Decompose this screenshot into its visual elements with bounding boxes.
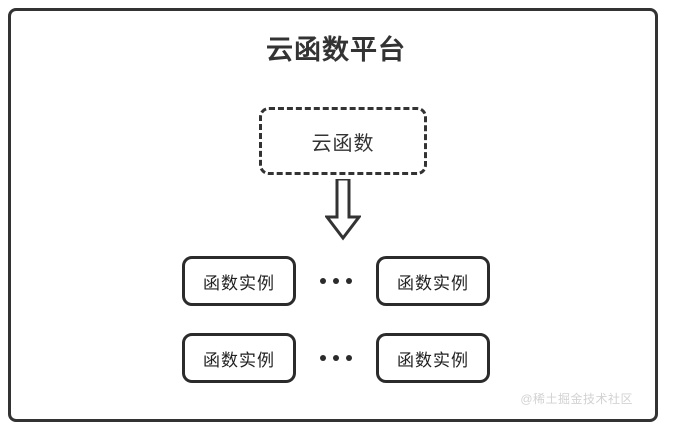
ellipsis-icon <box>296 278 376 284</box>
instance-row-2: 函数实例 函数实例 <box>11 333 661 383</box>
cloud-function-label: 云函数 <box>311 132 375 155</box>
function-instance-box: 函数实例 <box>376 256 490 306</box>
function-instance-box: 函数实例 <box>182 256 296 306</box>
cloud-function-node: 云函数 <box>259 107 427 175</box>
ellipsis-dot <box>320 355 326 361</box>
down-arrow-icon <box>323 177 363 241</box>
ellipsis-dot <box>346 278 352 284</box>
page-title: 云函数平台 <box>266 35 406 65</box>
ellipsis-dot <box>333 278 339 284</box>
function-instance-label: 函数实例 <box>397 350 469 370</box>
function-instance-label: 函数实例 <box>397 273 469 293</box>
ellipsis-dot <box>346 355 352 361</box>
function-instance-label: 函数实例 <box>203 273 275 293</box>
function-instance-label: 函数实例 <box>203 350 275 370</box>
cloud-function-platform-container: 云函数平台 云函数 函数实例 函数实例 函数实例 <box>8 8 658 422</box>
instance-row-1: 函数实例 函数实例 <box>11 256 661 306</box>
ellipsis-dot <box>333 355 339 361</box>
watermark: @稀土掘金技术社区 <box>520 392 633 406</box>
ellipsis-icon <box>296 355 376 361</box>
function-instance-box: 函数实例 <box>182 333 296 383</box>
function-instance-box: 函数实例 <box>376 333 490 383</box>
ellipsis-dot <box>320 278 326 284</box>
